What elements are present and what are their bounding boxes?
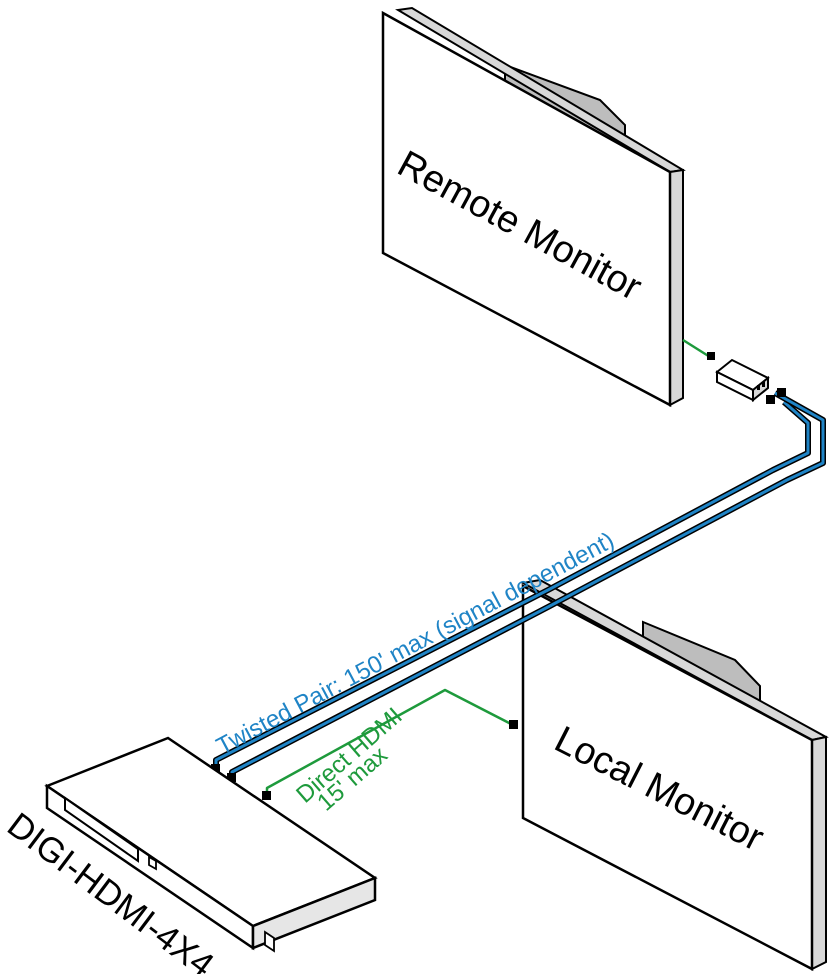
hdmi-connector — [262, 791, 271, 800]
twisted-pair-connector — [211, 764, 220, 773]
device-side — [251, 876, 377, 950]
receiver-box — [682, 338, 770, 403]
remote-hdmi-cable — [682, 338, 711, 359]
twisted-pair-connector — [766, 395, 775, 404]
local-monitor-screen — [521, 583, 814, 972]
local-monitor: Local Monitor — [520, 578, 829, 972]
local-monitor-side — [811, 735, 827, 971]
hdmi-connector — [509, 720, 518, 729]
twisted-pair-connector — [227, 773, 236, 782]
device-display-slot — [64, 796, 139, 863]
hdmi-connector — [707, 352, 715, 360]
device-indicator-icon — [148, 855, 157, 871]
digi-hdmi-device: DIGI-HDMI-4X4 — [0, 736, 378, 979]
remote-monitor: Remote Monitor — [381, 6, 686, 408]
device-power-button-icon — [264, 930, 275, 953]
remote-monitor-side — [669, 168, 684, 407]
remote-monitor-screen — [381, 10, 672, 408]
twisted-pair-connector — [777, 388, 786, 397]
